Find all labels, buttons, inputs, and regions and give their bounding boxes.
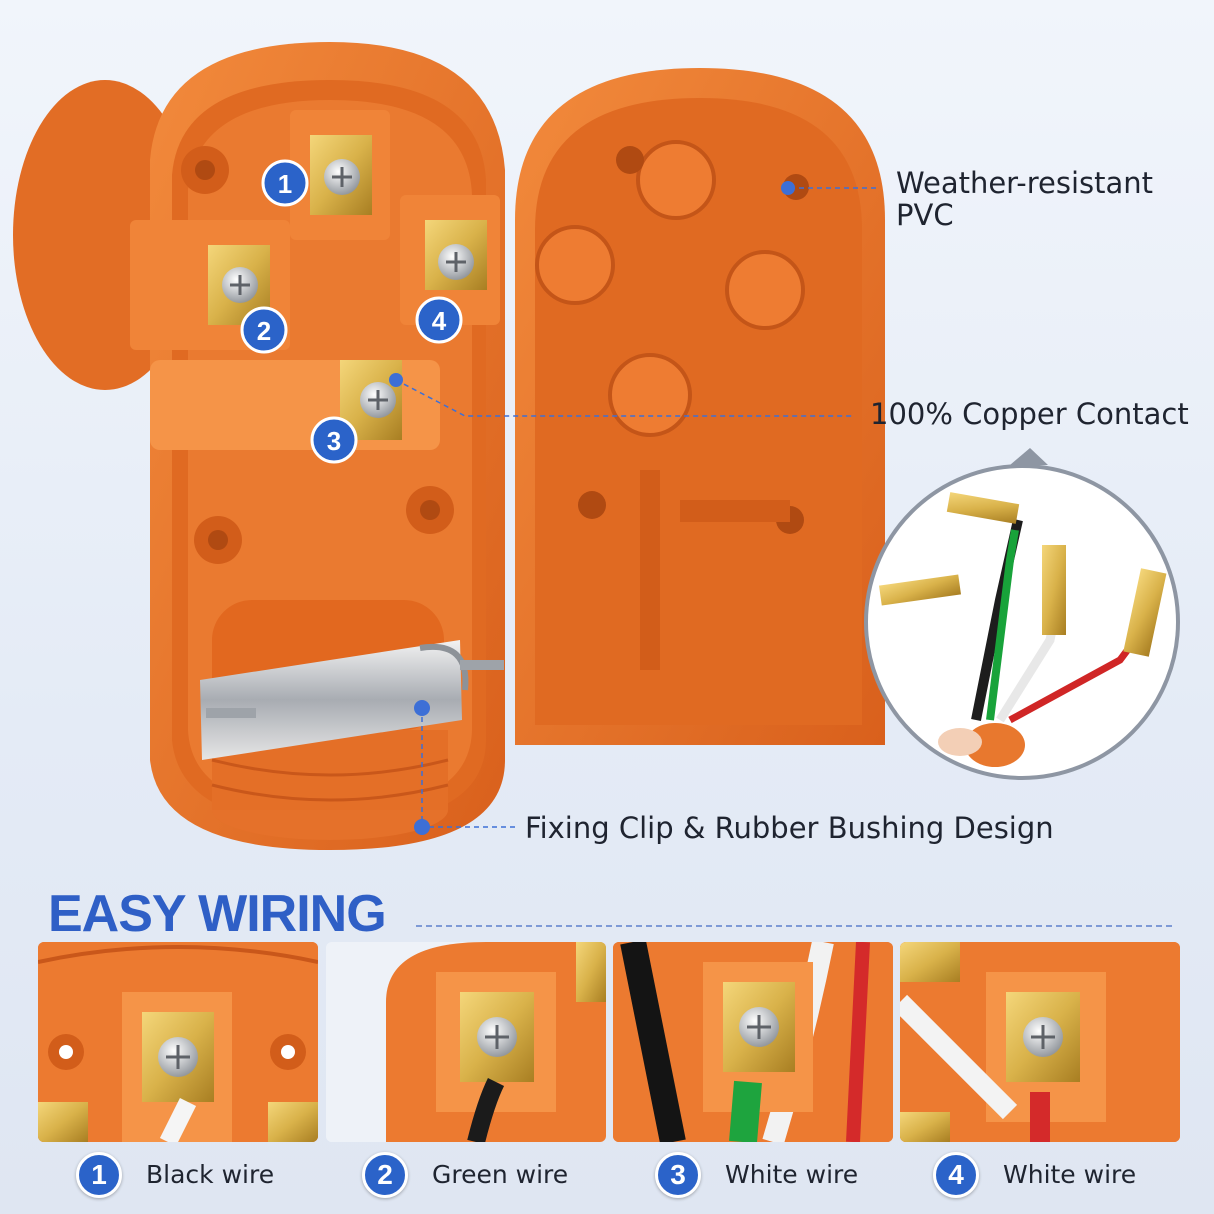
step-label: Green wire: [432, 1160, 569, 1189]
callout-copper-contact: 100% Copper Contact: [870, 397, 1189, 431]
svg-text:2: 2: [257, 316, 271, 346]
callout-weather-line1: Weather-resistant: [896, 166, 1154, 200]
mounting-posts: [181, 146, 454, 564]
badge-terminal-3: 3: [310, 416, 358, 464]
wiring-panel-4: [900, 942, 1180, 1142]
badge-terminal-2: 2: [240, 306, 288, 354]
dot-copper: [389, 373, 403, 387]
terminal-badges: 1 2 3 4: [240, 159, 463, 464]
wiring-panel-2: [326, 942, 606, 1142]
svg-text:4: 4: [432, 306, 447, 336]
terminal-1: [310, 135, 372, 215]
badge-terminal-1: 1: [261, 159, 309, 207]
dot-clip-top: [414, 700, 430, 716]
step-badge: 4: [933, 1152, 979, 1198]
step-label: White wire: [725, 1160, 859, 1189]
fixing-clip: [200, 640, 504, 760]
callout-weather-resistant: Weather-resistant PVC: [896, 167, 1153, 231]
wiring-panel-1: [38, 942, 318, 1142]
callout-weather-line2: PVC: [896, 198, 954, 232]
dot-clip-bottom: [414, 819, 430, 835]
plug-illustration: 1 2 3 4: [13, 42, 1180, 850]
terminal-3: [340, 360, 402, 440]
step-label: White wire: [1003, 1160, 1137, 1189]
callout-fixing-clip: Fixing Clip & Rubber Bushing Design: [525, 811, 1054, 845]
terminal-4: [425, 220, 487, 290]
step-badge: 2: [362, 1152, 408, 1198]
step-label: Black wire: [146, 1160, 275, 1189]
svg-text:1: 1: [278, 169, 292, 199]
wiring-panel-3: [613, 942, 893, 1142]
step-badge: 3: [655, 1152, 701, 1198]
title-divider: [416, 925, 1172, 927]
plug-left-half: [13, 42, 505, 850]
dot-pvc: [781, 181, 795, 195]
badge-terminal-4: 4: [415, 296, 463, 344]
copper-contact-inset: [864, 448, 1180, 780]
step-badge: 1: [76, 1152, 122, 1198]
plug-cover-half: [515, 68, 885, 745]
section-title: EASY WIRING: [48, 885, 387, 943]
svg-text:3: 3: [327, 426, 341, 456]
terminal-2: [208, 245, 270, 325]
